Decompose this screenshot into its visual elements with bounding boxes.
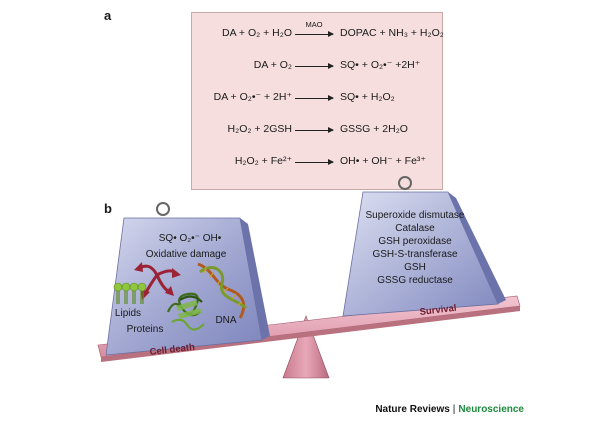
panel-b-label: b — [104, 201, 112, 216]
footer-separator: | — [452, 404, 456, 415]
reaction-lhs: DA + O₂ + H₂O — [221, 27, 292, 39]
radicals-label: SQ• O₂•⁻ OH• — [159, 233, 222, 244]
reaction-row: DA + O₂ SQ• + O₂•⁻ +2H⁺ — [192, 59, 444, 77]
protein-sheet-icon — [176, 300, 202, 319]
lipids-label: Lipids — [115, 308, 141, 319]
pivot — [282, 315, 330, 379]
beam-edge — [101, 306, 520, 362]
reaction-lhs: DA + O₂ — [253, 59, 292, 71]
journal-name: Nature Reviews — [375, 404, 450, 415]
oxidative-damage-label: Oxidative damage — [146, 249, 227, 260]
antioxidant-item: Superoxide dismutase — [366, 210, 465, 221]
antioxidant-item: GSSG reductase — [377, 275, 453, 286]
survival-label: Survival — [419, 303, 457, 318]
dna-label: DNA — [215, 315, 236, 326]
reaction-lhs: H₂O₂ + Fe²⁺ — [234, 155, 292, 167]
reaction-arrow-icon — [295, 127, 334, 133]
reaction-rhs: OH• + OH⁻ + Fe³⁺ — [340, 155, 426, 167]
reaction-rhs: SQ• + O₂•⁻ +2H⁺ — [340, 59, 421, 71]
reaction-rhs: DOPAC + NH₃ + H₂O₂ — [340, 27, 444, 39]
reaction-row: DA + O₂ + H₂O MAO DOPAC + NH₃ + H₂O₂ — [192, 20, 444, 45]
right-weight-ring-icon — [398, 176, 412, 190]
antioxidant-item: GSH — [404, 262, 426, 273]
left-weight-side — [240, 218, 270, 340]
antioxidant-item: GSH peroxidase — [378, 236, 452, 247]
reaction-lhs: DA + O₂•⁻ + 2H⁺ — [213, 91, 292, 103]
reaction-rhs: GSSG + 2H₂O — [340, 123, 408, 135]
reaction-arrow-icon — [295, 63, 334, 69]
footer-credit: Nature Reviews|Neuroscience — [375, 404, 524, 415]
antioxidant-item: GSH-S-transferase — [372, 249, 457, 260]
reaction-arrow-icon — [295, 31, 334, 37]
cell-death-label: Cell death — [149, 342, 196, 358]
panel-a-label: a — [104, 8, 112, 23]
reaction-row: H₂O₂ + 2GSH GSSG + 2H₂O — [192, 123, 444, 141]
reaction-arrow-icon — [295, 95, 334, 101]
reaction-row: DA + O₂•⁻ + 2H⁺ SQ• + H₂O₂ — [192, 91, 444, 109]
dna-icon — [197, 262, 248, 319]
left-weight-ring-icon — [156, 202, 170, 216]
antioxidant-item: Catalase — [395, 223, 435, 234]
right-weight-side — [448, 192, 506, 304]
lipids-icon — [113, 282, 147, 304]
proteins-label: Proteins — [127, 324, 164, 335]
journal-section: Neuroscience — [458, 404, 524, 415]
reaction-row: H₂O₂ + Fe²⁺ OH• + OH⁻ + Fe³⁺ — [192, 155, 444, 173]
reaction-rhs: SQ• + H₂O₂ — [340, 91, 395, 103]
arrow-label: MAO — [305, 20, 323, 29]
reaction-arrow-icon — [295, 159, 334, 165]
reaction-box: DA + O₂ + H₂O MAO DOPAC + NH₃ + H₂O₂ DA … — [191, 12, 444, 190]
reaction-lhs: H₂O₂ + 2GSH — [227, 123, 292, 135]
